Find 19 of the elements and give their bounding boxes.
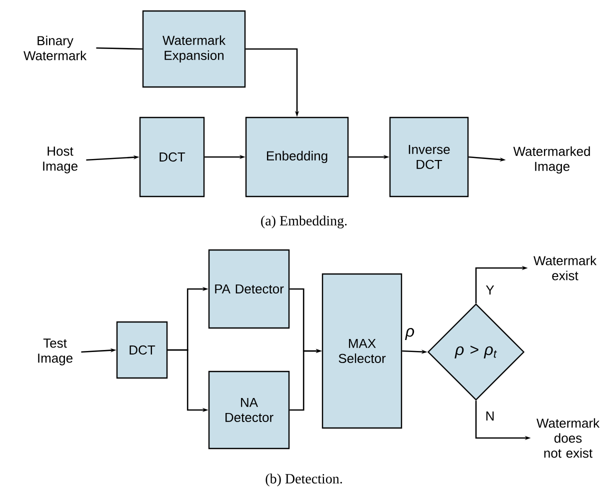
edge-label: Y xyxy=(484,284,496,296)
process-box: Enbedding xyxy=(245,116,349,198)
process-box: DCT xyxy=(116,321,168,379)
edge-label: N xyxy=(484,410,496,422)
process-box: NA Detector xyxy=(208,370,290,450)
input-label: Host Image xyxy=(43,146,78,174)
process-box: Inverse DCT xyxy=(389,116,469,198)
process-box: MAX Selector xyxy=(322,273,402,429)
edge-label: ρ xyxy=(404,327,416,341)
process-box: PA Detector xyxy=(208,249,290,329)
caption: (a) Embedding. xyxy=(261,216,347,228)
process-box: DCT xyxy=(139,116,205,198)
process-box: Watermark Expansion xyxy=(142,10,246,88)
output-label: Watermarked Image xyxy=(513,146,590,174)
output-label: Watermark does not exist xyxy=(536,418,600,458)
output-label: Watermark exist xyxy=(534,256,597,280)
input-label: Test Image xyxy=(38,338,72,366)
input-label: Binary Watermark xyxy=(24,36,87,60)
caption: (b) Detection. xyxy=(266,474,342,486)
